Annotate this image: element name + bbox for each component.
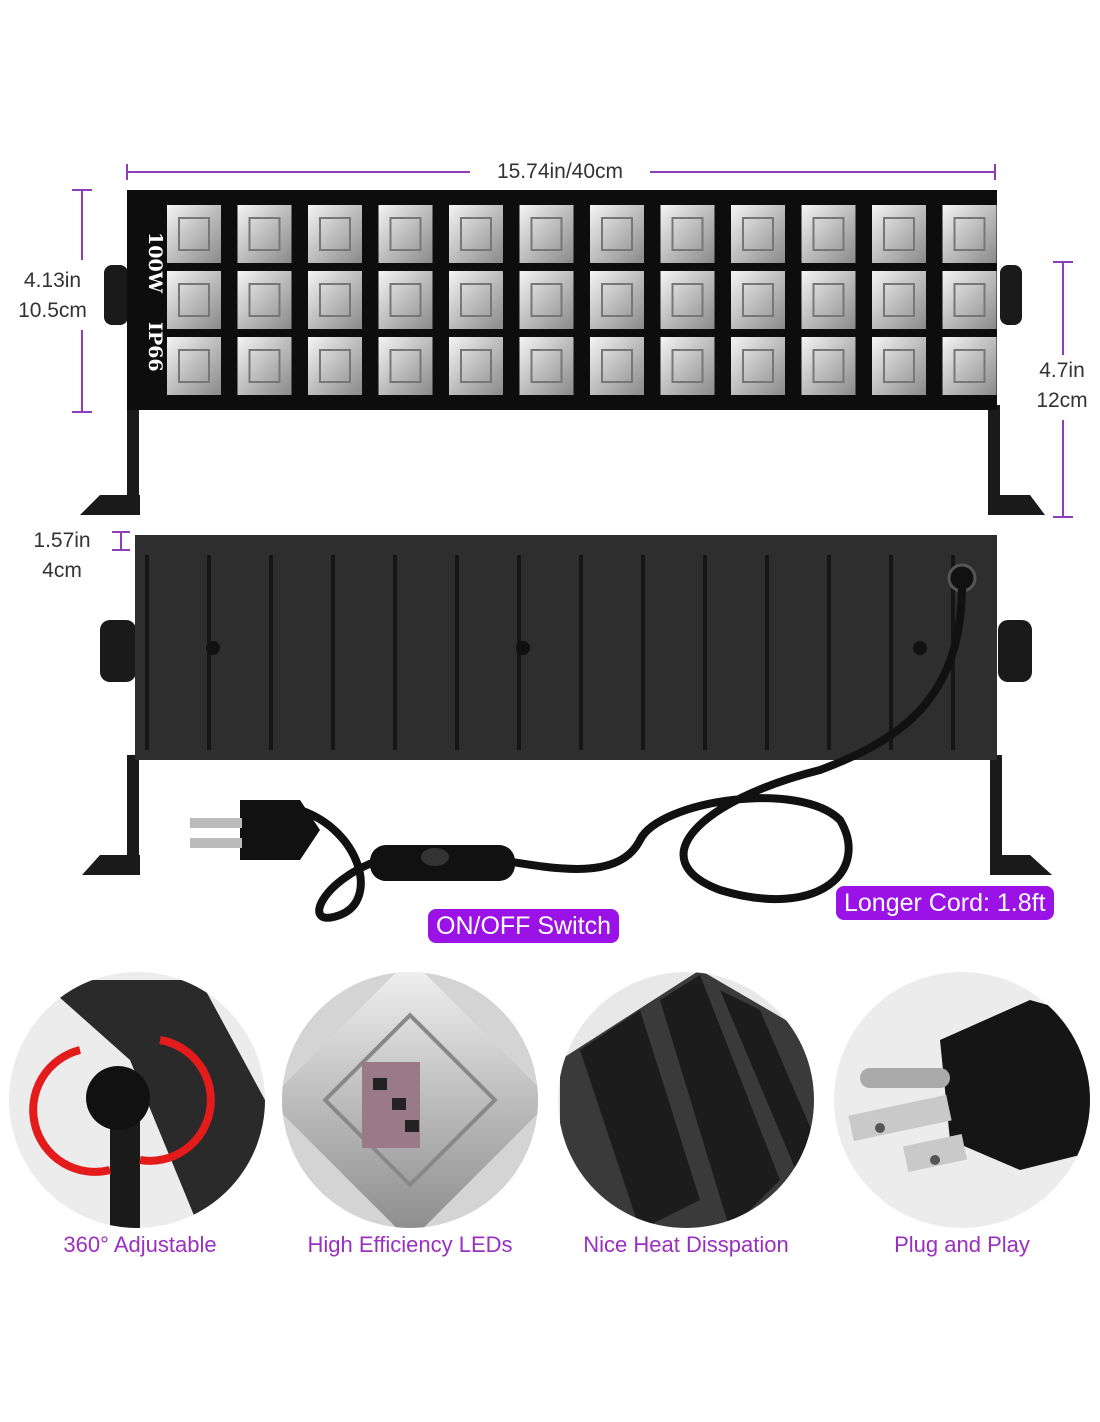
led-module: [519, 205, 574, 263]
led-module: [237, 271, 292, 329]
total-height-in: 4.7in: [1039, 359, 1085, 382]
led-module: [449, 337, 503, 395]
led-module: [942, 205, 997, 263]
feature-caption-plug: Plug and Play: [894, 1232, 1030, 1257]
led-module: [660, 271, 715, 329]
led-module: [872, 205, 926, 263]
heat-sink-fin: [579, 555, 583, 750]
led-module: [449, 205, 503, 263]
led-module: [660, 337, 715, 395]
cord-badge: Longer Cord: 1.8ft: [836, 886, 1054, 920]
led-module: [590, 337, 644, 395]
led-module: [801, 337, 856, 395]
led-module: [590, 205, 644, 263]
total-height-cm: 12cm: [1036, 389, 1088, 412]
back-legs: [82, 620, 1052, 875]
led-module: [237, 205, 292, 263]
led-module: [519, 271, 574, 329]
led-module: [872, 271, 926, 329]
feature-circle-adjustable: [9, 972, 265, 1228]
heat-sink-fin: [145, 555, 149, 750]
back-panel: [135, 535, 997, 760]
led-grid: [167, 205, 997, 395]
panel-height-label: 4.13in 10.5cm: [5, 266, 100, 326]
plug: [190, 800, 320, 860]
feature-caption-leds: High Efficiency LEDs: [307, 1232, 513, 1257]
led-module: [167, 205, 221, 263]
panel-height-in: 4.13in: [23, 269, 82, 292]
feature-circle-heat: [558, 972, 814, 1228]
feature-circle-leds: [282, 972, 538, 1228]
depth-in: 1.57in: [33, 529, 91, 552]
led-module: [167, 271, 221, 329]
heat-sink-fin: [827, 555, 831, 750]
led-module: [378, 271, 433, 329]
feature-circle-plug: [834, 972, 1090, 1228]
heat-sink-fin: [331, 555, 335, 750]
heat-sink-fin: [641, 555, 645, 750]
led-module: [660, 205, 715, 263]
led-module: [942, 271, 997, 329]
led-module: [378, 337, 433, 395]
led-module: [519, 337, 574, 395]
led-module: [167, 337, 221, 395]
led-module: [731, 337, 785, 395]
led-module: [801, 205, 856, 263]
heat-sink-fin: [269, 555, 273, 750]
heat-sink-fin: [765, 555, 769, 750]
total-height-label: 4.7in 12cm: [1022, 356, 1100, 416]
led-module: [378, 205, 433, 263]
led-module: [308, 337, 362, 395]
dimension-lines: [72, 164, 1073, 551]
led-module: [308, 271, 362, 329]
led-module: [449, 271, 503, 329]
heat-sink-fin: [393, 555, 397, 750]
heat-sink-fin: [703, 555, 707, 750]
led-module: [237, 337, 292, 395]
power-rating: 100W: [144, 232, 166, 293]
width-dimension-label: 15.74in/40cm: [470, 157, 650, 187]
depth-cm: 4cm: [42, 559, 82, 582]
panel-markings: 100W IP66: [136, 232, 166, 372]
inline-switch: [370, 845, 515, 881]
front-legs: [80, 265, 1045, 515]
led-module: [872, 337, 926, 395]
depth-label: 1.57in 4cm: [22, 526, 102, 586]
switch-badge: ON/OFF Switch: [428, 909, 620, 943]
heat-sink-fin: [455, 555, 459, 750]
ip-rating: IP66: [144, 322, 166, 372]
feature-caption-adjustable: 360° Adjustable: [63, 1232, 217, 1257]
panel-height-cm: 10.5cm: [18, 299, 87, 322]
led-module: [590, 271, 644, 329]
led-module: [308, 205, 362, 263]
led-module: [731, 271, 785, 329]
heat-sink-fin: [889, 555, 893, 750]
led-module: [801, 271, 856, 329]
feature-caption-heat: Nice Heat Disspation: [583, 1232, 789, 1257]
led-module: [731, 205, 785, 263]
led-module: [942, 337, 997, 395]
